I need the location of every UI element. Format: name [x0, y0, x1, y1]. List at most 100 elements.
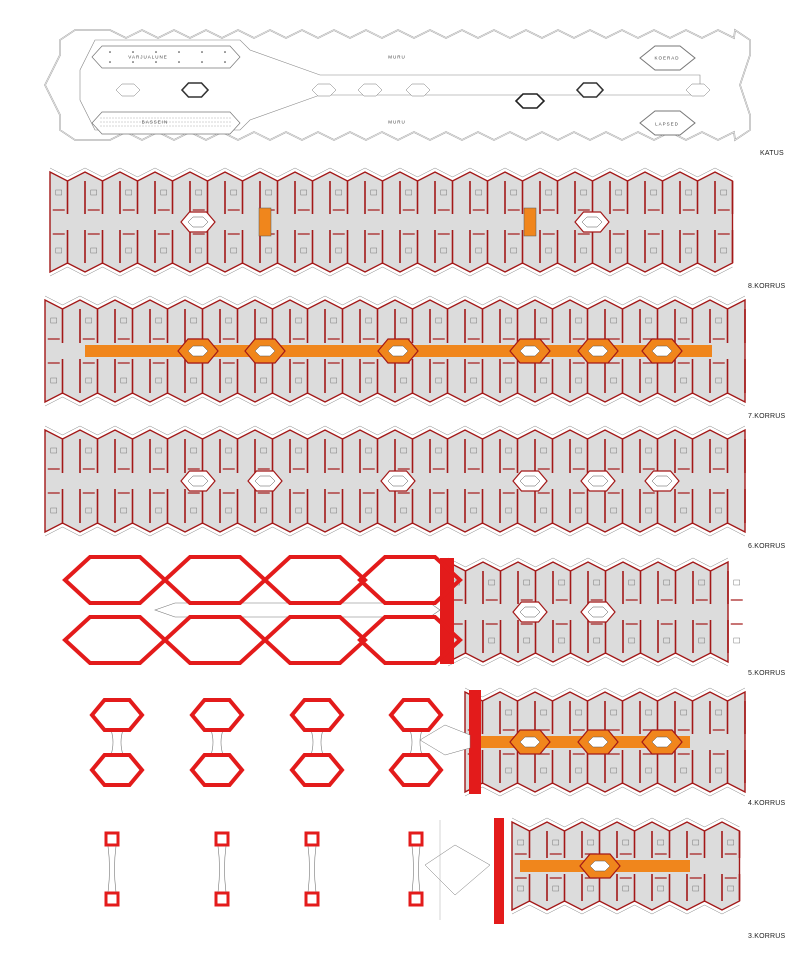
- canopy-post: [201, 51, 203, 53]
- structural-frame: [162, 555, 268, 605]
- level-label-roof: KATUS: [760, 150, 784, 157]
- furniture: [225, 447, 232, 454]
- stair-icon: [587, 736, 609, 748]
- stair-icon: [587, 475, 609, 487]
- furniture: [475, 247, 482, 254]
- structural-frame: [262, 615, 368, 665]
- level-label-7: 7.KORRUS: [748, 413, 786, 420]
- furniture: [330, 377, 337, 384]
- outer-facade-line: [44, 396, 746, 407]
- furniture: [558, 637, 565, 644]
- furniture: [645, 317, 652, 324]
- furniture: [685, 189, 692, 196]
- furniture: [190, 447, 197, 454]
- furniture: [85, 377, 92, 384]
- furniture: [657, 885, 664, 892]
- furniture: [733, 579, 740, 586]
- column-cap: [104, 831, 120, 847]
- bridge-walkway: [154, 602, 441, 618]
- furniture: [400, 507, 407, 514]
- furniture: [50, 507, 57, 514]
- outer-facade-line: [44, 526, 746, 537]
- column-shaft: [307, 845, 317, 893]
- furniture: [552, 839, 559, 846]
- furniture: [405, 189, 412, 196]
- furniture: [680, 317, 687, 324]
- floor-slab: [49, 170, 734, 274]
- furniture: [50, 447, 57, 454]
- furniture: [120, 317, 127, 324]
- furniture: [523, 579, 530, 586]
- furniture: [727, 885, 734, 892]
- furniture: [685, 247, 692, 254]
- furniture: [435, 377, 442, 384]
- column-cap: [214, 831, 230, 847]
- floor-8: [49, 167, 734, 277]
- stair-icon: [519, 475, 541, 487]
- stair-icon: [254, 475, 276, 487]
- furniture: [715, 507, 722, 514]
- furniture: [510, 189, 517, 196]
- furniture: [295, 377, 302, 384]
- furniture: [505, 767, 512, 774]
- stair-icon: [519, 606, 541, 618]
- furniture: [365, 447, 372, 454]
- furniture: [160, 189, 167, 196]
- furniture: [155, 447, 162, 454]
- canopy-post: [109, 51, 111, 53]
- furniture: [335, 247, 342, 254]
- furniture: [575, 447, 582, 454]
- furniture: [155, 317, 162, 324]
- furniture: [698, 637, 705, 644]
- furniture: [645, 447, 652, 454]
- furniture: [610, 317, 617, 324]
- furniture: [260, 447, 267, 454]
- furniture: [300, 189, 307, 196]
- furniture: [540, 377, 547, 384]
- structural-pod: [388, 753, 444, 787]
- furniture: [650, 189, 657, 196]
- furniture: [440, 189, 447, 196]
- furniture: [593, 579, 600, 586]
- furniture: [575, 709, 582, 716]
- pod-column: [110, 729, 124, 756]
- furniture: [615, 247, 622, 254]
- furniture: [260, 317, 267, 324]
- furniture: [260, 507, 267, 514]
- furniture: [645, 767, 652, 774]
- furniture: [580, 247, 587, 254]
- outer-facade-line: [511, 817, 740, 828]
- column-cap: [304, 831, 320, 847]
- furniture: [715, 377, 722, 384]
- furniture: [230, 189, 237, 196]
- furniture: [587, 885, 594, 892]
- furniture: [645, 507, 652, 514]
- furniture: [715, 767, 722, 774]
- furniture: [680, 447, 687, 454]
- furniture: [370, 247, 377, 254]
- furniture: [610, 767, 617, 774]
- furniture: [575, 507, 582, 514]
- furniture: [470, 507, 477, 514]
- furniture: [265, 189, 272, 196]
- pod-column: [409, 729, 423, 756]
- shade-canopy: [91, 45, 241, 69]
- canopy-post: [178, 51, 180, 53]
- furniture: [720, 247, 727, 254]
- furniture: [260, 377, 267, 384]
- skylight-icon: [405, 83, 431, 97]
- structural-pod: [89, 698, 145, 732]
- furniture: [160, 247, 167, 254]
- furniture: [733, 637, 740, 644]
- furniture: [120, 447, 127, 454]
- level-label-6: 6.KORRUS: [748, 543, 786, 550]
- column-cap: [104, 891, 120, 907]
- furniture: [610, 447, 617, 454]
- outer-facade-line: [44, 425, 746, 436]
- roof-label-lawn-bottom: MURU: [388, 119, 406, 125]
- level-label-3: 3.KORRUS: [748, 933, 786, 940]
- floor-5-structure: [154, 558, 454, 664]
- kids-area: [639, 110, 696, 136]
- furniture: [593, 637, 600, 644]
- dog-area: [639, 45, 696, 71]
